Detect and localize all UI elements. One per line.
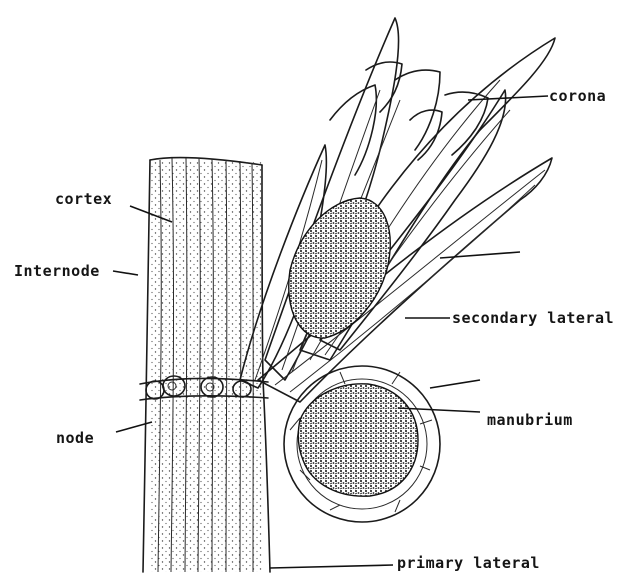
label-node: node	[56, 429, 94, 447]
manubrium-section	[284, 366, 440, 522]
label-secondary-lateral: secondary lateral	[452, 309, 614, 327]
corona-whorl	[240, 18, 555, 388]
label-primary-lateral: primary lateral	[397, 554, 540, 572]
label-manubrium: manubrium	[487, 411, 573, 429]
label-corona: corona	[549, 87, 606, 105]
label-cortex: cortex	[55, 190, 112, 208]
label-internode: Internode	[14, 262, 100, 280]
main-axis	[143, 158, 270, 572]
